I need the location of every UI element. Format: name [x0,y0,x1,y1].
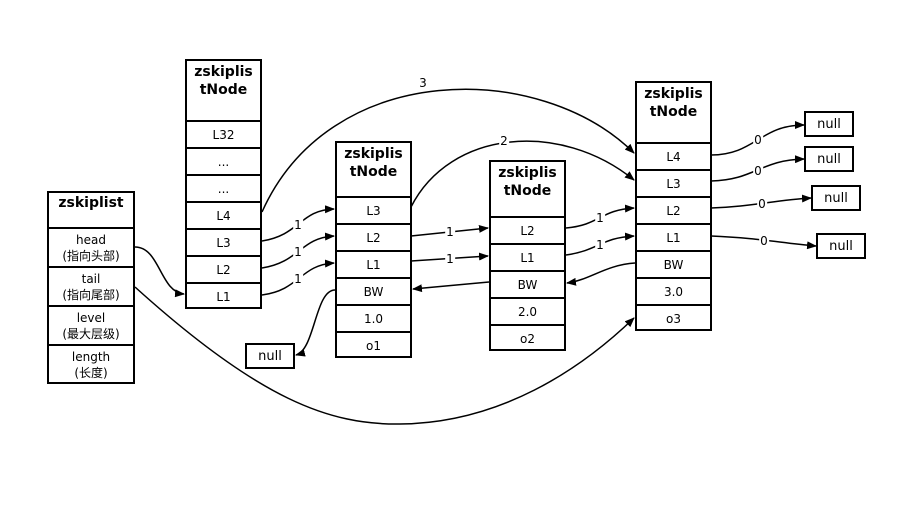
null-box-backward: null [245,343,295,369]
arrow-node1-bw-null [295,289,336,357]
node-3: zskiplis tNode L4 L3 L2 L1 BW 3.0 o3 [635,81,712,331]
span-label: 1 [595,211,605,225]
level-cell: L3 [337,196,410,223]
header-node: zskiplis tNode L32 ... ... L4 L3 L2 L1 [185,59,262,309]
level-cell: L1 [337,250,410,277]
node-2: zskiplis tNode L2 L1 BW 2.0 o2 [489,160,566,351]
field-desc: (指向头部) [62,248,120,263]
level-cell: L4 [637,142,710,169]
span-label: 1 [293,272,303,286]
node-title-line2: tNode [649,104,698,120]
backward-cell: BW [637,250,710,277]
zskiplist-head-field: head (指向头部) [49,227,133,266]
span-label: 1 [445,252,455,266]
span-label: 1 [595,238,605,252]
field-name: length [71,350,111,364]
span-label: 1 [445,225,455,239]
node-title-line2: tNode [503,183,552,199]
level-cell: ... [187,147,260,174]
span-label: 2 [499,134,509,148]
level-cell: L4 [187,201,260,228]
node-1: zskiplis tNode L3 L2 L1 BW 1.0 o1 [335,141,412,358]
obj-cell: o3 [637,304,710,331]
node-title: zskiplis tNode [187,61,260,99]
score-cell: 2.0 [491,297,564,324]
span-label: 0 [753,133,763,147]
null-box-l2: null [811,185,861,211]
null-box-l4: null [804,111,854,137]
field-name: level [76,310,106,325]
node-title-line2: tNode [349,164,398,180]
field-desc: (指向尾部) [62,287,120,302]
field-desc: (长度) [74,366,108,380]
arrow-node1-l3-node3 [410,140,635,208]
level-cell: ... [187,174,260,201]
level-cell: L3 [637,169,710,196]
level-cell: L1 [187,282,260,309]
node-title-line1: zskiplis [498,165,557,181]
null-box-l3: null [804,146,854,172]
level-cell: L3 [187,228,260,255]
arrow-node3-bw [566,262,636,286]
zskiplist-length-field: length (长度) [49,344,133,384]
obj-cell: o2 [491,324,564,351]
span-label: 0 [759,234,769,248]
level-cell: L2 [337,223,410,250]
score-cell: 3.0 [637,277,710,304]
field-name: head [76,232,106,247]
level-cell: L2 [187,255,260,282]
span-label: 0 [753,164,763,178]
arrow-node2-bw [412,281,490,293]
obj-cell: o1 [337,331,410,358]
node-title-line2: tNode [199,82,248,98]
field-name: tail [81,271,101,286]
span-label: 3 [418,76,428,90]
node-title: zskiplis tNode [637,83,710,121]
span-label: 1 [293,218,303,232]
node-title: zskiplis tNode [491,162,564,200]
score-cell: 1.0 [337,304,410,331]
field-desc: (最大层级) [62,326,120,341]
arrow-header-l4-node3 [261,88,635,213]
backward-cell: BW [337,277,410,304]
arrow-head-to-header [134,246,185,298]
level-cell: L1 [491,243,564,270]
zskiplist-title: zskiplist [58,195,124,211]
level-cell: L1 [637,223,710,250]
node-title-line1: zskiplis [344,146,403,162]
null-box-l1: null [816,233,866,259]
zskiplist-tail-field: tail (指向尾部) [49,266,133,305]
arrow-tail-to-node3 [134,286,635,425]
node-title-line1: zskiplis [644,86,703,102]
backward-cell: BW [491,270,564,297]
level-cell: L32 [187,120,260,147]
node-title-line1: zskiplis [194,64,253,80]
span-label: 0 [757,197,767,211]
node-title: zskiplis tNode [337,143,410,181]
level-cell: L2 [637,196,710,223]
zskiplist-level-field: level (最大层级) [49,305,133,344]
zskiplist-struct: zskiplist head (指向头部) tail (指向尾部) level … [47,191,135,384]
span-label: 1 [293,245,303,259]
level-cell: L2 [491,216,564,243]
